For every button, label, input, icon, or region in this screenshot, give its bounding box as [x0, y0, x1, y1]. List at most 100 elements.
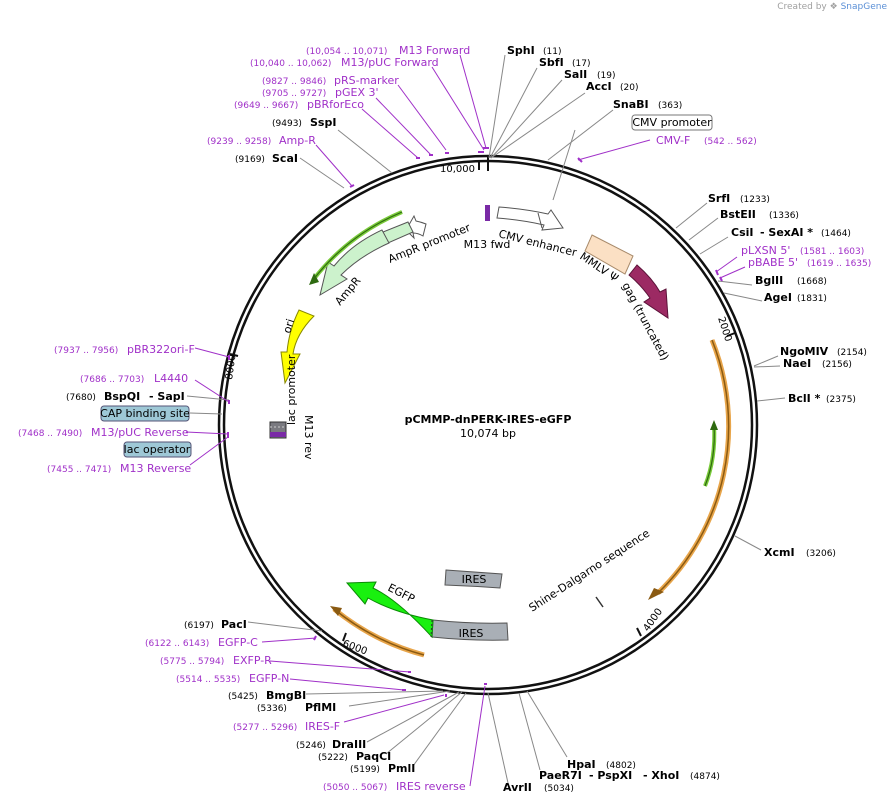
enzyme-name[interactable]: BspQI: [104, 390, 140, 403]
m13-rev-marker[interactable]: [270, 432, 286, 437]
primer-name[interactable]: EGFP-C: [218, 636, 258, 649]
ori-arrow[interactable]: [280, 309, 315, 385]
enzyme-pos: (7680): [66, 393, 96, 403]
enzyme-name[interactable]: PflMI: [305, 701, 336, 714]
primer-name[interactable]: CMV-F: [656, 134, 690, 147]
primer-range: (5514 .. 5535): [176, 675, 240, 685]
primer-name[interactable]: M13 Reverse: [120, 462, 191, 475]
primer-leader-lines: [185, 54, 746, 787]
enzyme-name[interactable]: AccI: [586, 80, 612, 93]
ires-top-feature[interactable]: [444, 569, 503, 589]
ampr-arrow[interactable]: [319, 229, 390, 297]
enzyme-name[interactable]: BmgBI: [266, 689, 306, 702]
primer-name[interactable]: IRES reverse: [396, 780, 466, 793]
m13-fwd-label: M13 fwd: [464, 238, 511, 251]
primer-name[interactable]: pRS-marker: [334, 74, 399, 87]
plasmid-name: pCMMP-dnPERK-IRES-eGFP: [405, 413, 572, 426]
ori-label: ori: [280, 317, 297, 335]
enzyme-name[interactable]: AgeI: [764, 291, 792, 304]
primer-name[interactable]: pGEX 3': [335, 86, 379, 99]
tick-8000: [229, 353, 239, 357]
enzyme-pos: (4802): [606, 761, 636, 771]
enzyme-name[interactable]: ScaI: [272, 152, 298, 165]
enzyme-name[interactable]: SphI: [507, 44, 535, 57]
enzyme-name[interactable]: SnaBI: [613, 98, 649, 111]
enzyme-pos: (5336): [257, 704, 287, 714]
enzyme-pos: (5246): [296, 741, 326, 751]
scale-ticks: [229, 156, 736, 642]
enzyme-name[interactable]: BclI *: [788, 392, 821, 405]
m13-fwd-marker[interactable]: [485, 205, 490, 221]
primer-name[interactable]: pBABE 5': [748, 256, 798, 269]
enzyme-name[interactable]: NgoMIV: [780, 345, 829, 358]
primer-range: (9239 .. 9258): [207, 137, 271, 147]
enzyme-name[interactable]: HpaI: [567, 758, 596, 771]
enzyme-labels: SphI (11) SbfI (17) SalI (19) AccI (20) …: [66, 44, 867, 794]
shine-dalgarno-label: Shine-Dalgarno sequence: [527, 527, 653, 615]
ires-top-label: IRES: [462, 573, 487, 586]
enzyme-name[interactable]: SrfI: [708, 192, 730, 205]
cmv-enhancer-divider: [537, 212, 543, 229]
primer-name[interactable]: IRES-F: [305, 720, 340, 733]
primer-name[interactable]: M13 Forward: [399, 44, 470, 57]
enzyme-pos: (5034): [544, 784, 574, 794]
ires-bottom-feature[interactable]: [431, 619, 509, 641]
enzyme-name[interactable]: DraIII: [332, 738, 366, 751]
enzyme-name[interactable]: PmlI: [388, 762, 415, 775]
enzyme-name[interactable]: PaqCI: [356, 750, 391, 763]
enzyme-name[interactable]: SspI: [310, 116, 336, 129]
enzyme-pos: (3206): [806, 549, 836, 559]
lac-promoter-label: lac promoter: [285, 354, 298, 425]
ampr-outer-arrowhead: [309, 273, 319, 285]
enzyme-name[interactable]: - XhoI: [643, 769, 679, 782]
enzyme-name[interactable]: - PspXI: [589, 769, 632, 782]
cmv-promoter-label: CMV promoter: [632, 116, 712, 129]
primer-range: (9649 .. 9667): [234, 101, 298, 111]
primer-name[interactable]: L4440: [154, 372, 188, 385]
primer-range: (542 .. 562): [704, 137, 757, 147]
enzyme-pos: (1233): [740, 195, 770, 205]
egfp-arrow[interactable]: [345, 581, 434, 639]
primer-name[interactable]: pLXSN 5': [741, 244, 790, 257]
enzyme-name[interactable]: SbfI: [539, 56, 564, 69]
enzyme-pos: (2375): [826, 395, 856, 405]
enzyme-pos: (6197): [184, 621, 214, 631]
enzyme-name[interactable]: CsiI: [731, 226, 753, 239]
primer-name[interactable]: EGFP-N: [249, 672, 289, 685]
primer-name[interactable]: Amp-R: [279, 134, 316, 147]
mmlv-psi-feature[interactable]: [584, 234, 634, 275]
enzyme-name[interactable]: NaeI: [783, 357, 811, 370]
enzyme-pos: (19): [597, 71, 615, 81]
gag-arrow[interactable]: [628, 264, 669, 319]
enzyme-name[interactable]: - SapI: [149, 390, 185, 403]
primer-name[interactable]: pBR322ori-F: [127, 343, 195, 356]
enzyme-name[interactable]: SalI: [564, 68, 587, 81]
enzyme-name[interactable]: - SexAI *: [760, 226, 813, 239]
primer-name[interactable]: M13/pUC Forward: [341, 56, 439, 69]
shine-dalgarno-mark: [595, 596, 604, 608]
primer-name[interactable]: pBRforEco: [307, 98, 364, 111]
enzyme-name[interactable]: BglII: [755, 274, 783, 287]
cap-site-box[interactable]: [100, 405, 190, 422]
enzyme-pos: (17): [572, 59, 590, 69]
snapgene-credit: Created by ❖ SnapGene: [777, 2, 887, 12]
egfp-orange-arc-core: [333, 608, 425, 656]
leader-lines: [186, 54, 786, 784]
enzyme-pos: (9169): [235, 155, 265, 165]
enzyme-pos: (2156): [822, 360, 852, 370]
enzyme-name[interactable]: XcmI: [764, 546, 795, 559]
enzyme-pos: (9493): [272, 119, 302, 129]
enzyme-pos: (1336): [769, 211, 799, 221]
primer-range: (6122 .. 6143): [145, 639, 209, 649]
lac-operator-box[interactable]: [123, 441, 192, 458]
cmv-enhancer-arrow[interactable]: [496, 206, 564, 231]
primer-name[interactable]: EXFP-R: [233, 654, 272, 667]
enzyme-name[interactable]: AvrII: [503, 781, 532, 794]
enzyme-name[interactable]: PaeR7I: [539, 769, 582, 782]
cmv-promoter-box[interactable]: [631, 114, 713, 131]
enzyme-name[interactable]: BstEII: [720, 208, 756, 221]
primer-labels: (10,054 .. 10,071) M13 Forward (10,040 .…: [18, 44, 871, 793]
primer-name[interactable]: M13/pUC Reverse: [91, 426, 189, 439]
enzyme-name[interactable]: PacI: [221, 618, 247, 631]
enzyme-pos: (363): [658, 101, 682, 111]
